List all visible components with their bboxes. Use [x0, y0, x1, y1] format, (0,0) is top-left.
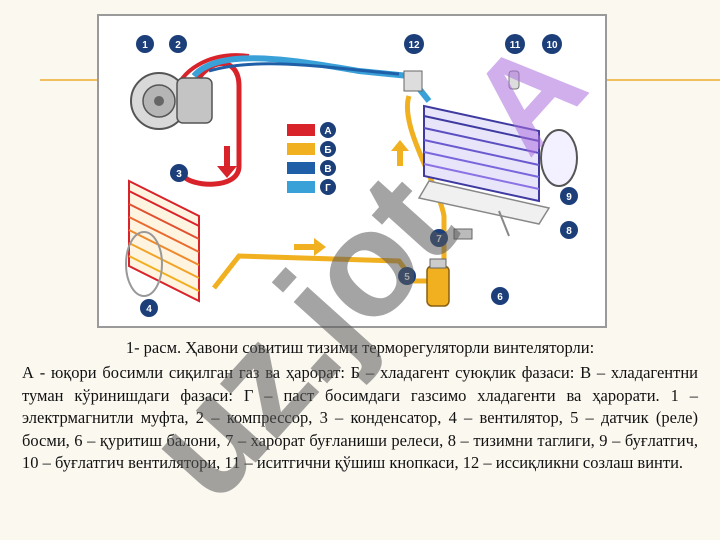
flow-arrow-up-icon — [391, 140, 409, 166]
badge-1: 1 — [142, 40, 148, 51]
figure-caption-title: 1- расм. Ҳавони совитиш тизими терморегу… — [125, 338, 595, 357]
legend-swatch-b — [287, 143, 315, 155]
badge-12: 12 — [408, 40, 420, 51]
badge-11: 11 — [510, 40, 521, 51]
compressor — [130, 72, 213, 130]
condenser-fan — [125, 231, 163, 297]
badge-3: 3 — [176, 169, 182, 180]
ac-system-diagram: А Б В Г 1 2 3 4 5 6 7 8 9 10 — [97, 14, 607, 328]
badge-9: 9 — [566, 192, 572, 203]
receiver-drier — [426, 258, 450, 307]
badge-8: 8 — [566, 226, 572, 237]
legend-letter-b: Б — [324, 145, 331, 156]
legend-letter-g: Г — [325, 183, 331, 194]
heater-switch — [508, 70, 520, 90]
condenser — [128, 179, 200, 303]
figure-caption-body: А - юқори босимли сиқилган газ ва ҳарора… — [22, 363, 698, 472]
badge-7: 7 — [436, 234, 442, 245]
evaporator — [423, 104, 578, 203]
drain-tray — [417, 180, 551, 225]
badge-5: 5 — [404, 272, 410, 283]
pipe-vapor — [208, 62, 400, 76]
badge-10: 10 — [546, 40, 558, 51]
flow-arrow-right-icon — [294, 238, 326, 256]
badge-6: 6 — [497, 292, 503, 303]
legend-swatch-g — [287, 181, 315, 193]
legend-letter-v: В — [324, 164, 331, 175]
legend-swatch-a — [287, 124, 315, 136]
expansion-valve — [403, 70, 423, 92]
badge-2: 2 — [175, 40, 181, 51]
thermo-relay — [453, 228, 473, 240]
flow-arrow-down-icon — [217, 146, 237, 178]
legend-swatch-v — [287, 162, 315, 174]
pipe-liquid-lower — [212, 253, 434, 290]
legend: А Б В Г — [287, 122, 336, 195]
legend-letter-a: А — [324, 126, 331, 137]
badge-4: 4 — [146, 304, 152, 315]
